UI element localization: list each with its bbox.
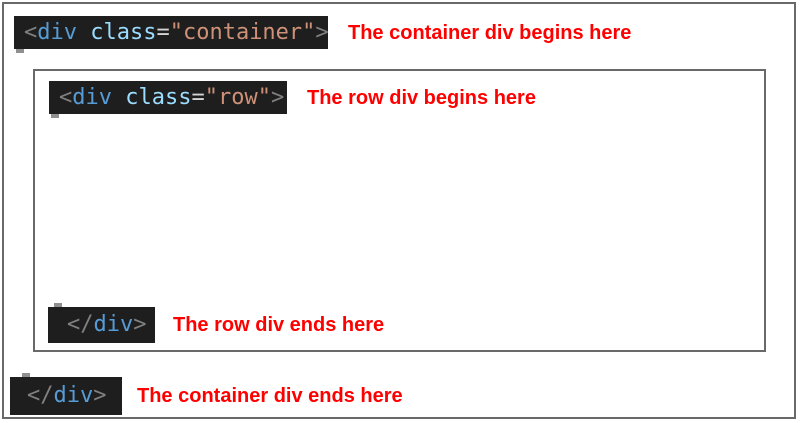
code-token-tag: div	[93, 312, 134, 337]
code-token-tag: div	[72, 84, 126, 110]
editor-artifact-mark	[54, 303, 62, 307]
code-token-bracket: <	[24, 19, 38, 45]
code-snippet-row-open: <div class="row">	[49, 81, 287, 114]
code-token-bracket: </	[67, 312, 94, 337]
code-token-bracket: </	[27, 383, 54, 408]
row-div-outline	[33, 69, 766, 352]
code-token-equals: =	[156, 19, 170, 45]
annotation-row-begins: The row div begins here	[307, 86, 536, 109]
code-snippet-container-close: </div>	[10, 377, 122, 415]
code-token-tag: div	[37, 19, 91, 45]
editor-artifact-mark	[16, 49, 24, 53]
annotation-container-ends: The container div ends here	[137, 385, 403, 407]
annotation-row-ends: The row div ends here	[173, 314, 385, 336]
code-snippet-row-close: </div>	[48, 307, 155, 343]
container-div-outline	[2, 2, 796, 419]
editor-artifact-mark	[22, 373, 30, 377]
code-token-bracket: >	[133, 312, 147, 337]
code-token-bracket: >	[315, 19, 329, 45]
code-token-equals: =	[191, 84, 205, 110]
code-token-bracket: >	[93, 383, 107, 408]
code-token-tag: div	[53, 383, 94, 408]
code-token-string: "container"	[169, 19, 316, 45]
code-snippet-container-open: <div class="container">	[14, 16, 329, 49]
code-token-bracket: <	[59, 84, 73, 110]
code-token-attribute: class	[90, 19, 157, 45]
annotation-container-begins: The container div begins here	[348, 21, 632, 44]
editor-artifact-mark	[51, 114, 59, 118]
code-token-string: "row"	[204, 84, 271, 110]
code-token-attribute: class	[125, 84, 192, 110]
code-token-bracket: >	[270, 84, 285, 110]
